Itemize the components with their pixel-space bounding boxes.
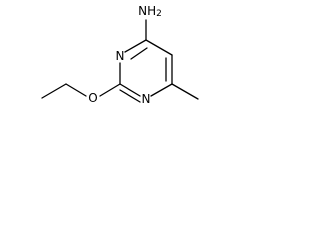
bond-c4-c5 <box>145 39 173 56</box>
bond-n3-c4 <box>124 39 147 53</box>
bond-oxygen-ch2 <box>65 83 87 97</box>
bond-n1-c2 <box>119 83 141 97</box>
atom-label-n3: N <box>116 49 125 63</box>
atom-label-oxygen: O <box>88 91 97 105</box>
bond-c6-methyl <box>171 83 199 100</box>
bond-c6-n1 <box>150 83 173 97</box>
bond-n3-c4-double <box>130 47 148 60</box>
atom-label-amino: NH2 <box>138 4 162 19</box>
atom-label-n1: N <box>142 92 151 106</box>
bond-c2-oxygen <box>99 83 121 97</box>
bond-ch2-ch3 <box>41 83 67 99</box>
bond-n1-c2-double <box>119 89 141 103</box>
chemical-structure: NH2 N N O <box>41 4 199 106</box>
